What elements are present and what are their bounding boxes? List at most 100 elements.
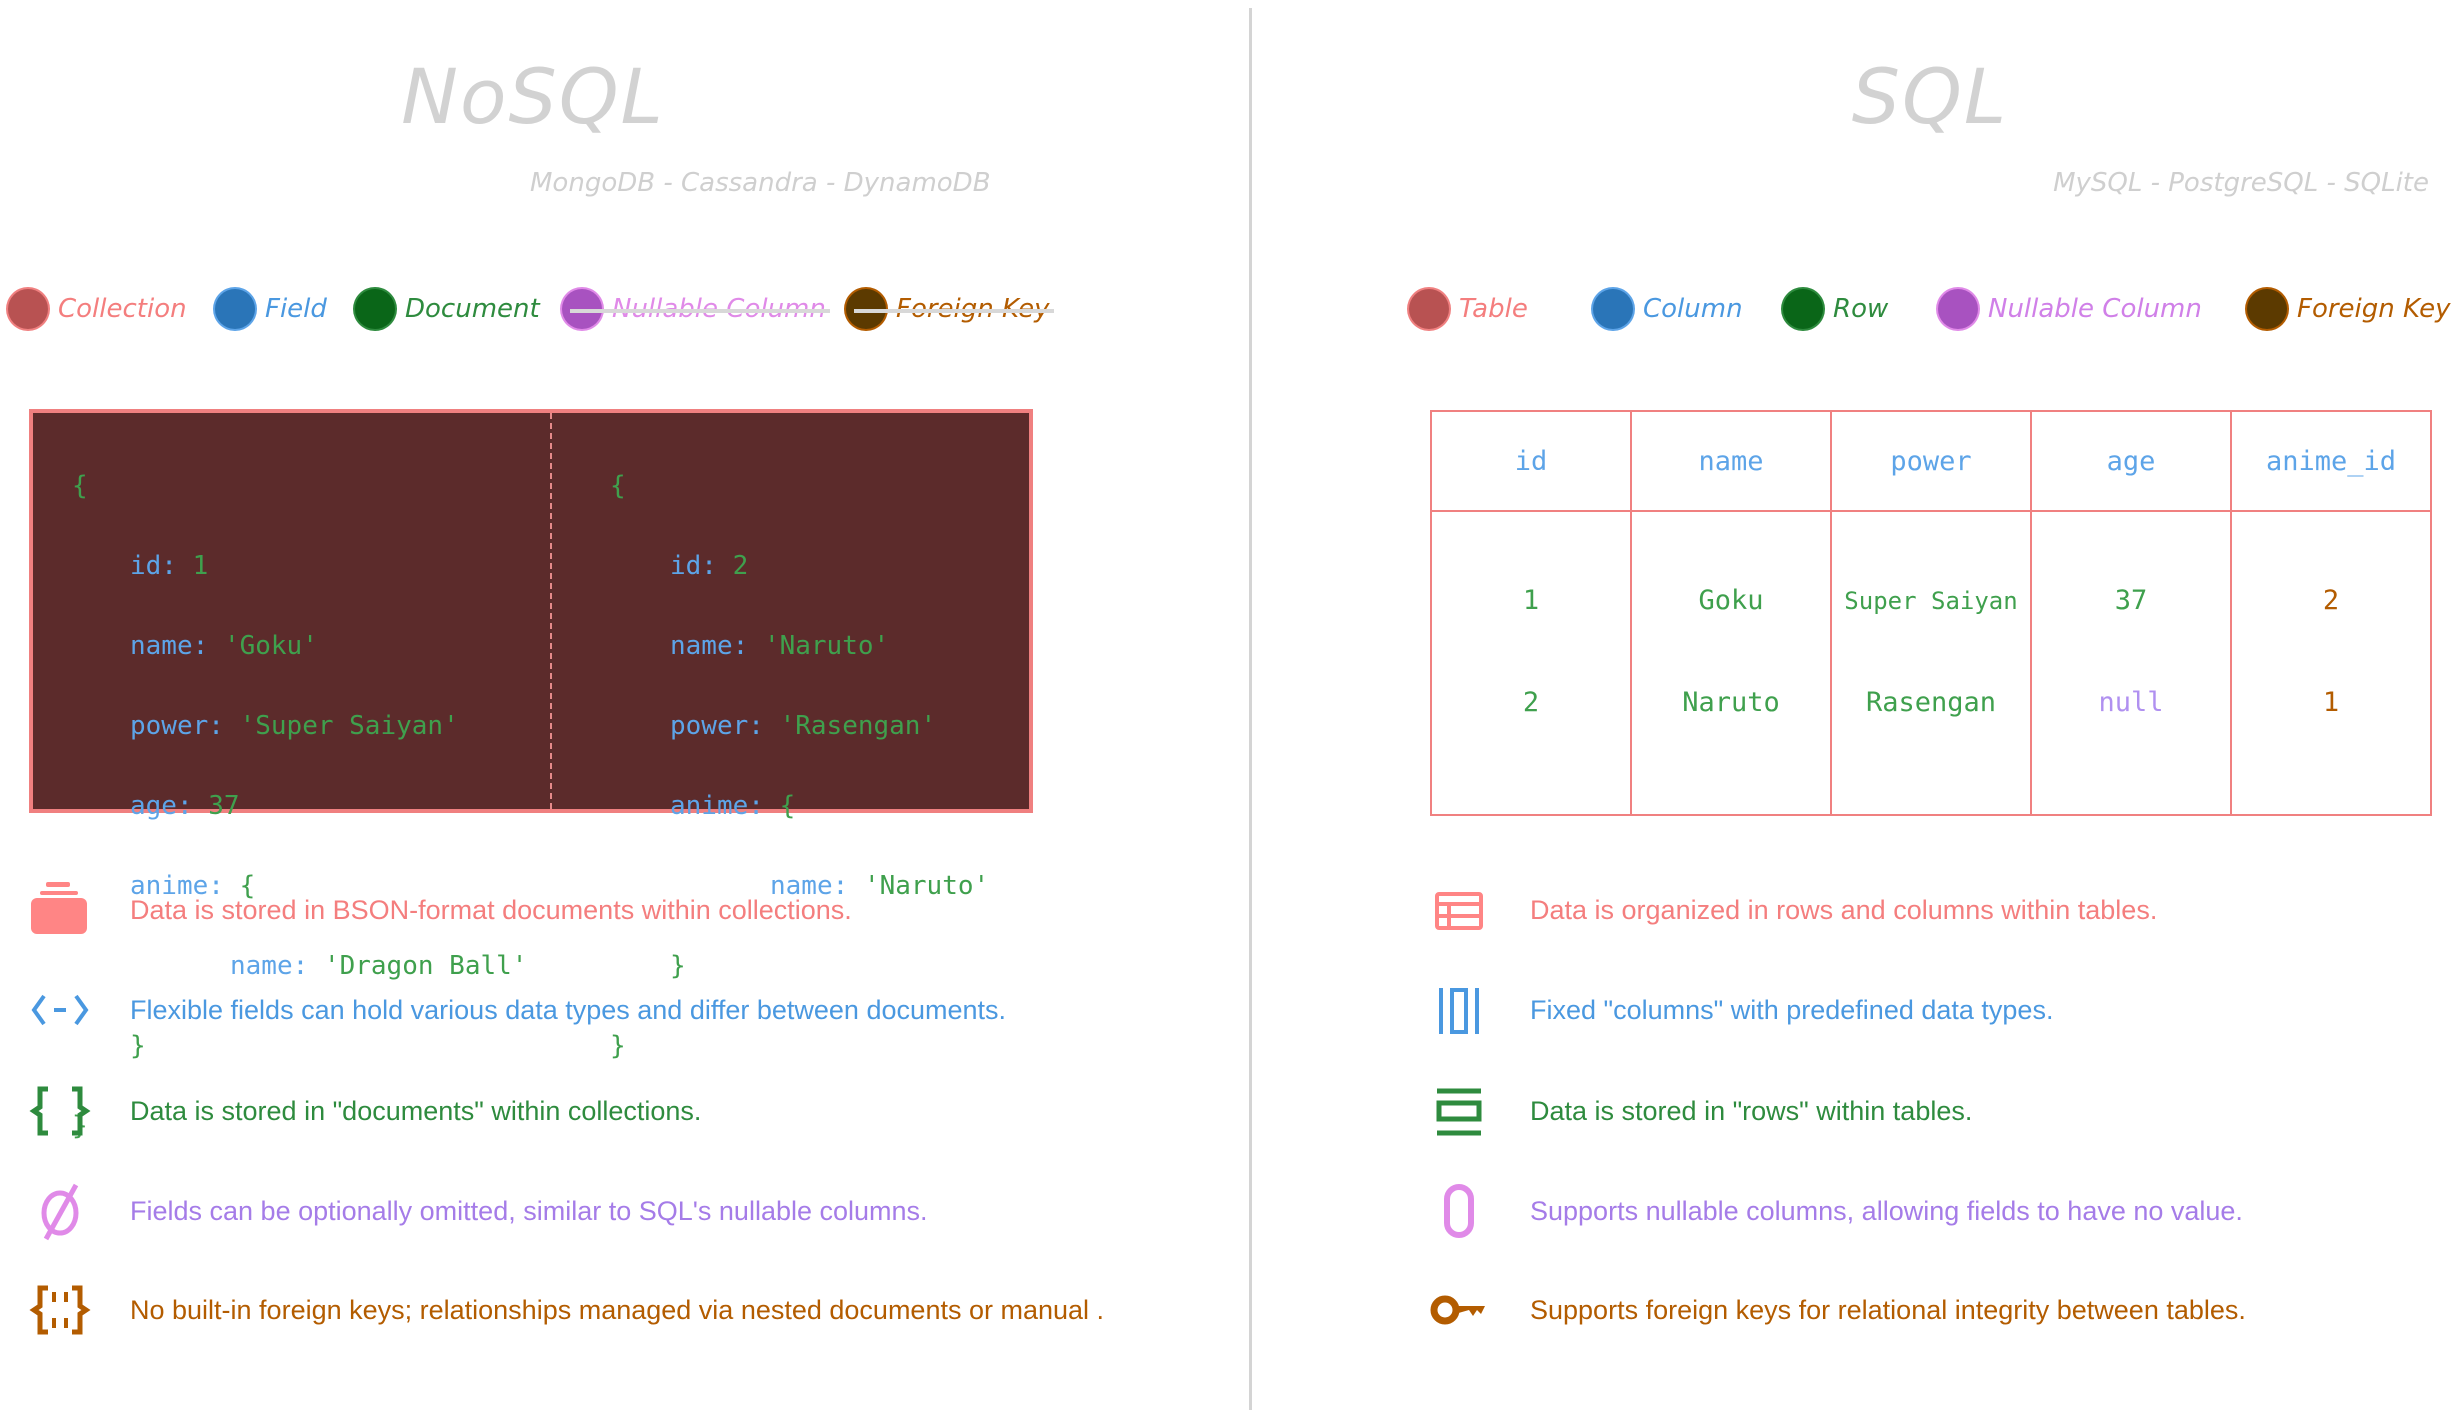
value: 2 (732, 551, 749, 581)
feature-text: Supports nullable columns, allowing fiel… (1530, 1195, 2243, 1226)
key: age: (130, 791, 193, 821)
legend-label: Field (265, 294, 327, 324)
legend-field: Field (215, 288, 327, 330)
value: 'Rasengan' (779, 711, 937, 741)
code-arrows-icon (28, 978, 92, 1042)
feature-text: Data is stored in BSON-format documents … (130, 894, 852, 925)
feature-text: No built-in foreign keys; relationships … (130, 1294, 1105, 1325)
zero-icon (1427, 1179, 1491, 1243)
nosql-subtitle: MongoDB - Cassandra - DynamoDB (530, 168, 991, 198)
key: power: (130, 711, 224, 741)
key: name: (130, 631, 209, 661)
brace: { (610, 471, 626, 501)
cell: 2 (1522, 687, 1540, 718)
key: power: (670, 711, 764, 741)
legend-nullable-column: Nullable Column (1938, 288, 2202, 330)
document-1: { id: 1 name: 'Goku' power: 'Super Saiya… (72, 426, 527, 1186)
value: 'Goku' (223, 631, 318, 661)
key: name: (770, 871, 849, 901)
legend-label: Collection (58, 294, 187, 324)
legend-label: Foreign Key (2297, 294, 2451, 324)
blue-dot-icon (1593, 289, 1633, 329)
feature-text: Fields can be optionally omitted, simila… (130, 1195, 928, 1226)
legend-label: Row (1833, 294, 1889, 324)
legend-label: Column (1643, 294, 1743, 324)
brace: { (779, 791, 796, 821)
document-2: { id: 2 name: 'Naruto' power: 'Rasengan'… (610, 426, 989, 1106)
column-header-name: name (1630, 410, 1832, 512)
cell: 2 (2322, 585, 2340, 616)
key: id: (130, 551, 177, 581)
green-dot-icon (1783, 289, 1823, 329)
legend-column: Column (1593, 288, 1743, 330)
empty-set-icon (28, 1179, 92, 1243)
cell: Goku (1698, 585, 1764, 616)
sql-subtitle: MySQL - PostgreSQL - SQLite (2053, 168, 2429, 198)
cell: Rasengan (1865, 687, 1997, 718)
red-dot-icon (8, 289, 48, 329)
legend-row: Row (1783, 288, 1888, 330)
sql-title: SQL (1851, 52, 2009, 141)
column-age: 37 null (2030, 510, 2232, 816)
legend-nullable-column: Nullable Column (562, 288, 830, 330)
value: 'Naruto' (763, 631, 890, 661)
nosql-title: NoSQL (401, 52, 665, 141)
value: 1 (192, 551, 209, 581)
feature-text: Data is stored in "documents" within col… (130, 1095, 702, 1126)
column-header-power: power (1830, 410, 2032, 512)
cell: 1 (1522, 585, 1540, 616)
columns-icon (1427, 978, 1491, 1042)
documents-code-block (29, 409, 1033, 813)
key-icon (1427, 1278, 1491, 1342)
table-icon (1427, 878, 1491, 942)
section-divider (1249, 8, 1252, 1410)
key: anime: (130, 871, 224, 901)
legend-foreign-key: Foreign Key (846, 288, 1054, 330)
legend-document: Document (355, 288, 540, 330)
blue-dot-icon (215, 289, 255, 329)
brace: } (130, 1031, 146, 1061)
column-header-anime-id: anime_id (2230, 410, 2432, 512)
purple-dot-icon (1938, 289, 1978, 329)
column-header-age: age (2030, 410, 2232, 512)
legend-foreign-key: Foreign Key (2247, 288, 2451, 330)
cell: 37 (2114, 585, 2148, 616)
curly-braces-icon (28, 1079, 92, 1143)
collection-icon (28, 878, 92, 942)
cell: null (2098, 687, 2164, 718)
legend-label: Nullable Column (1988, 294, 2202, 324)
braces-link-icon (28, 1278, 92, 1342)
value: 'Dragon Ball' (323, 951, 528, 981)
feature-text: Fixed "columns" with predefined data typ… (1530, 994, 2054, 1025)
green-dot-icon (355, 289, 395, 329)
value: 'Naruto' (863, 871, 990, 901)
feature-text: Data is organized in rows and columns wi… (1530, 894, 2158, 925)
feature-text: Flexible fields can hold various data ty… (130, 994, 1007, 1025)
brown-dot-icon (2247, 289, 2287, 329)
brace: { (239, 871, 256, 901)
value: 'Super Saiyan' (239, 711, 459, 741)
red-dot-icon (1409, 289, 1449, 329)
legend-label: Document (405, 294, 540, 324)
feature-text: Supports foreign keys for relational int… (1530, 1294, 2246, 1325)
legend-label: Nullable Column (570, 294, 830, 324)
header-row: id name power age anime_id (1430, 410, 2432, 512)
column-header-id: id (1430, 410, 1632, 512)
key: name: (230, 951, 309, 981)
brace: } (670, 951, 686, 981)
brace: } (610, 1031, 626, 1061)
brace: { (72, 471, 88, 501)
legend-collection: Collection (8, 288, 187, 330)
key: name: (670, 631, 749, 661)
legend-table: Table (1409, 288, 1528, 330)
key: anime: (670, 791, 764, 821)
cell: 1 (2322, 687, 2340, 718)
document-separator (550, 413, 552, 809)
legend-label: Table (1459, 294, 1528, 324)
